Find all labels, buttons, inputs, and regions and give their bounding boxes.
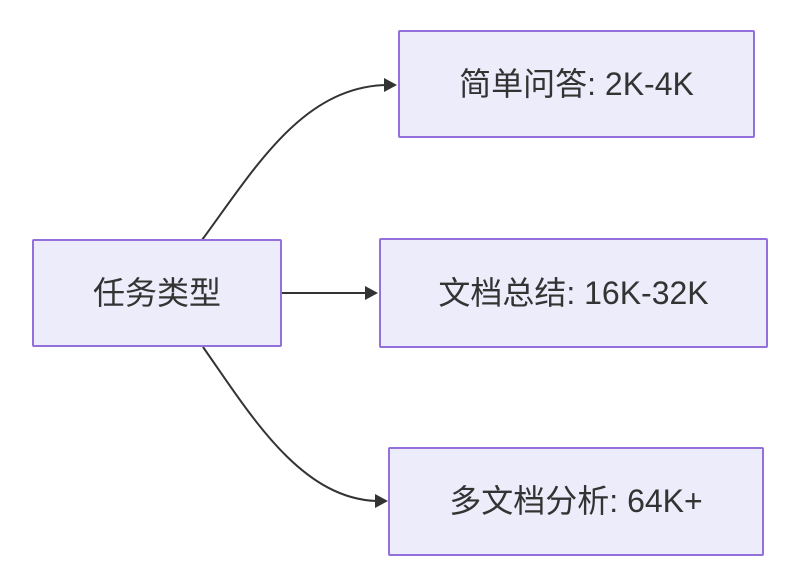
edge-task-type-to-multi-doc — [202, 346, 377, 502]
edge-task-type-to-simple-qa — [201, 84, 386, 241]
node-task-type: 任务类型 — [32, 239, 282, 347]
node-doc-summary-label: 文档总结: 16K-32K — [438, 274, 709, 311]
arrowhead-doc-summary-icon — [365, 286, 378, 300]
node-multi-doc-label: 多文档分析: 64K+ — [449, 483, 703, 520]
node-doc-summary: 文档总结: 16K-32K — [379, 238, 768, 348]
arrowhead-simple-qa-icon — [384, 78, 397, 92]
node-simple-qa-label: 简单问答: 2K-4K — [459, 65, 694, 102]
node-simple-qa: 简单问答: 2K-4K — [398, 30, 755, 138]
arrowhead-multi-doc-icon — [375, 494, 388, 508]
node-multi-doc: 多文档分析: 64K+ — [388, 447, 764, 556]
node-task-type-label: 任务类型 — [92, 274, 221, 311]
